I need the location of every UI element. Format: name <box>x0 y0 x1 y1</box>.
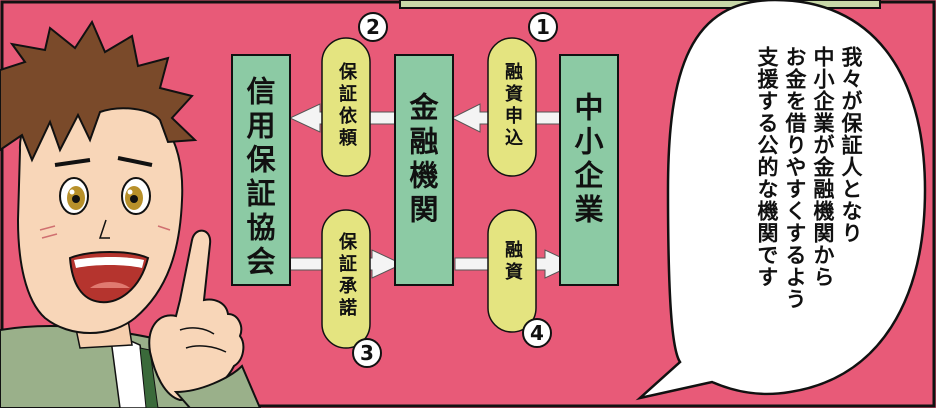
box-bank <box>394 54 454 286</box>
bank-box-label: 金融機関 <box>405 92 439 228</box>
pill-step2 <box>321 37 371 177</box>
box-borrower <box>559 54 619 286</box>
step2-label: 保証依頼 <box>336 62 357 150</box>
character-hair <box>0 19 198 163</box>
step1-label: 融資申込 <box>502 62 523 150</box>
speech-line-2: 中小企業が金融機関から <box>811 46 835 288</box>
speech-line-3: お金を借りやすくするよう <box>783 46 807 310</box>
step4-number-badge: 4 <box>522 318 552 348</box>
step1-number-badge: 1 <box>528 12 558 42</box>
step4-label: 融資 <box>502 240 523 284</box>
character-tie <box>139 347 159 408</box>
lender-box-label: 信用保証協会 <box>242 76 276 280</box>
character-illustration <box>0 19 262 408</box>
box-lender <box>231 54 291 286</box>
speech-balloon <box>635 0 927 401</box>
step3-number-badge: 3 <box>352 338 382 368</box>
step2-number-badge: 2 <box>358 12 388 42</box>
borrower-box-label: 中小企業 <box>570 92 604 228</box>
step3-label: 保証承諾 <box>336 232 357 320</box>
pill-step4 <box>487 209 537 333</box>
character-eyebrow-right <box>117 156 153 167</box>
character-nose <box>98 219 110 239</box>
pill-step3 <box>321 209 371 349</box>
speech-line-1: 我々が保証人となり <box>839 46 863 244</box>
speech-text: 我々が保証人となり 中小企業が金融機関から お金を借りやすくするよう 支援する公… <box>693 46 865 386</box>
character-eyebrow-left <box>54 158 91 167</box>
speech-line-4: 支援する公的な機関です <box>755 46 779 288</box>
pill-step1 <box>487 37 537 177</box>
